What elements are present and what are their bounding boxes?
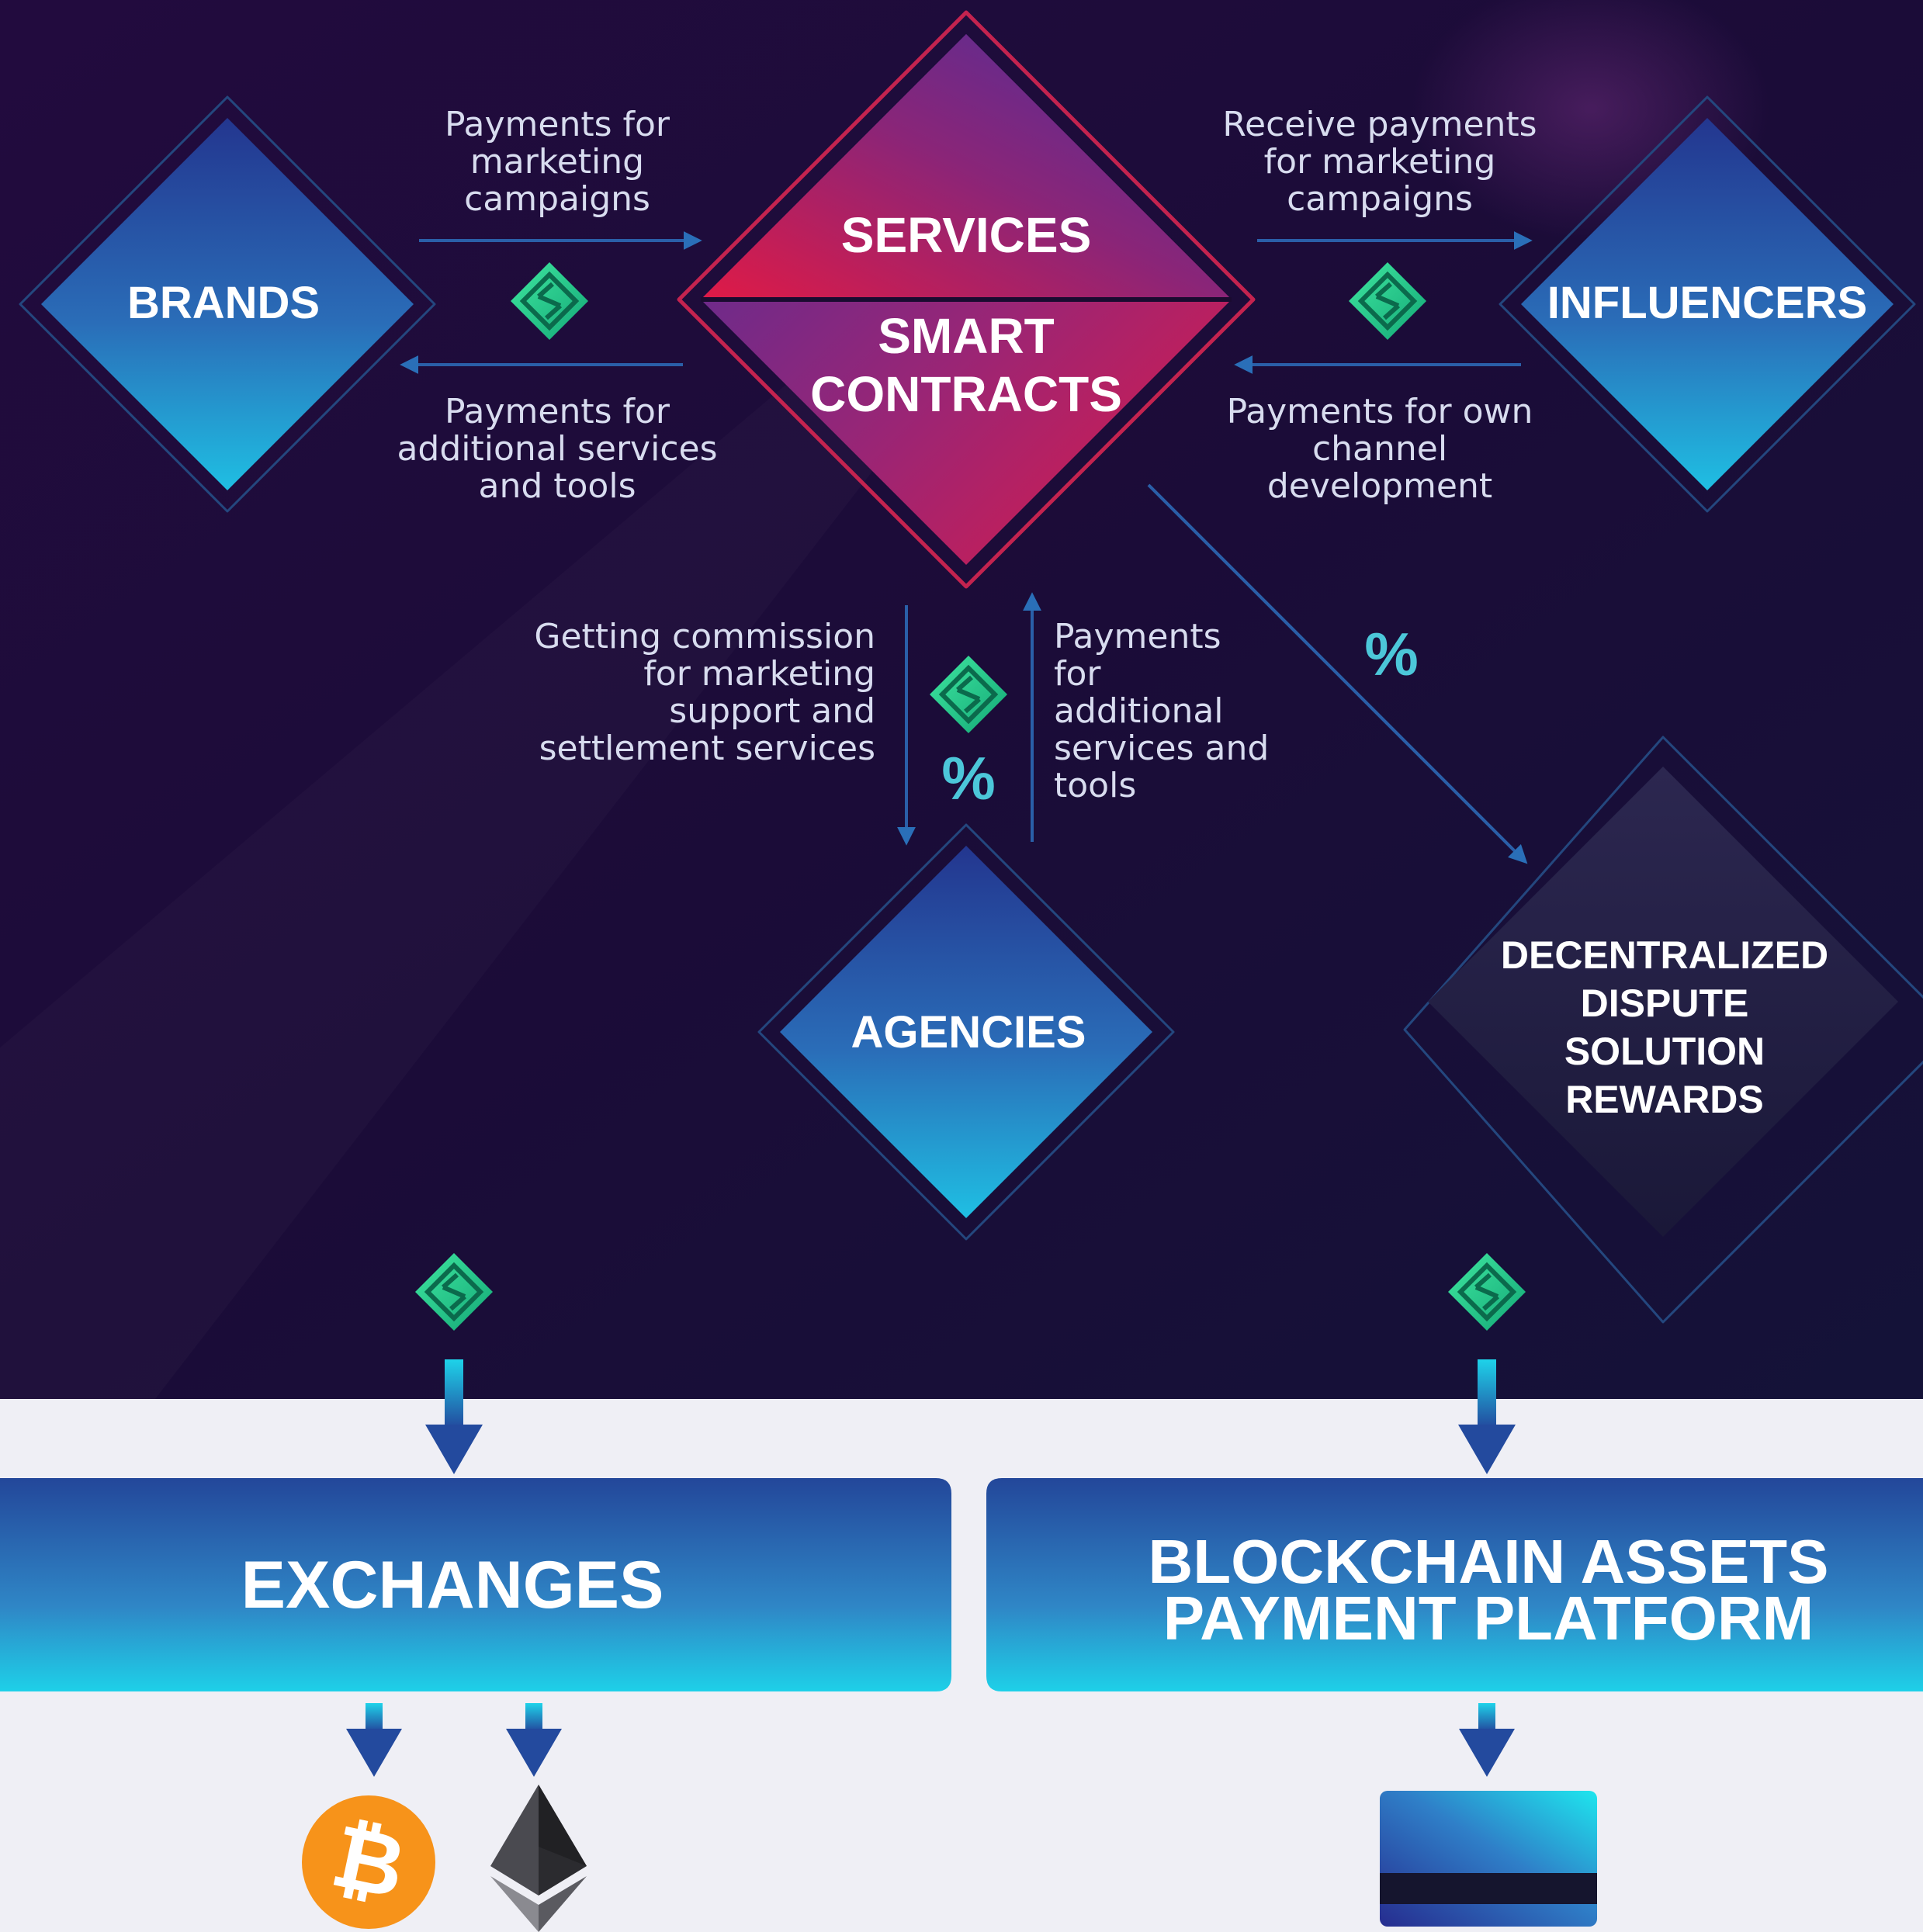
arrow-to-exchanges bbox=[425, 1359, 483, 1474]
dispute-line-4: REWARDS bbox=[1565, 1078, 1764, 1121]
ethereum-icon bbox=[490, 1785, 587, 1932]
flow-label-services-to-brands: Payments for additional services and too… bbox=[397, 392, 717, 506]
svg-text:campaigns: campaigns bbox=[1287, 179, 1473, 219]
svg-text:additional services: additional services bbox=[397, 429, 717, 469]
dispute-line-1: DECENTRALIZED bbox=[1501, 933, 1828, 977]
flow-label-services-to-influencers: Receive payments for marketing campaigns bbox=[1222, 105, 1537, 219]
agencies-node: AGENCIES bbox=[757, 823, 1175, 1241]
dispute-node: DECENTRALIZED DISPUTE SOLUTION REWARDS bbox=[1403, 736, 1923, 1324]
svg-text:Receive payments: Receive payments bbox=[1222, 105, 1537, 144]
arrow-to-ethereum bbox=[506, 1703, 562, 1777]
agencies-label: AGENCIES bbox=[851, 1007, 1086, 1058]
svg-text:for marketing: for marketing bbox=[1264, 142, 1496, 182]
dispute-line-3: SOLUTION bbox=[1564, 1030, 1765, 1073]
bitcoin-icon: ₿ bbox=[302, 1795, 435, 1929]
svg-text:channel: channel bbox=[1312, 429, 1447, 469]
svg-text:for marketing: for marketing bbox=[643, 654, 875, 694]
brands-label: BRANDS bbox=[127, 278, 320, 328]
svg-text:development: development bbox=[1267, 466, 1492, 506]
svg-text:settlement services: settlement services bbox=[539, 729, 875, 768]
services-label: SERVICES bbox=[841, 207, 1092, 263]
svg-text:Payments for: Payments for bbox=[445, 105, 670, 144]
payment-platform-line-1: BLOCKCHAIN ASSETS bbox=[1148, 1527, 1828, 1596]
smart-contracts-line-1: SMART bbox=[878, 308, 1055, 364]
arrow-to-payment-platform bbox=[1458, 1359, 1516, 1474]
svg-text:Getting commission: Getting commission bbox=[534, 617, 875, 656]
flow-label-services-to-agencies: Getting commission for marketing support… bbox=[534, 617, 875, 768]
influencers-label: INFLUENCERS bbox=[1547, 278, 1867, 328]
flow-label-brands-to-services: Payments for marketing campaigns bbox=[445, 105, 670, 219]
percent-agencies: % bbox=[941, 744, 995, 812]
smart-contracts-line-2: CONTRACTS bbox=[810, 366, 1122, 422]
flow-label-influencers-to-services: Payments for own channel development bbox=[1227, 392, 1533, 506]
svg-text:campaigns: campaigns bbox=[464, 179, 650, 219]
svg-text:additional: additional bbox=[1054, 691, 1224, 731]
payment-platform-line-2: PAYMENT PLATFORM bbox=[1163, 1584, 1814, 1653]
svg-text:tools: tools bbox=[1054, 766, 1136, 805]
svg-text:services and: services and bbox=[1054, 729, 1269, 768]
brands-node: BRANDS bbox=[19, 95, 436, 513]
payment-platform-panel: BLOCKCHAIN ASSETS PAYMENT PLATFORM bbox=[986, 1478, 1923, 1691]
svg-text:Payments for: Payments for bbox=[445, 392, 670, 431]
percent-dispute: % bbox=[1364, 620, 1418, 688]
svg-text:Payments: Payments bbox=[1054, 617, 1221, 656]
svg-text:for: for bbox=[1054, 654, 1101, 694]
arrow-to-bitcoin bbox=[346, 1703, 402, 1777]
arrow-to-card bbox=[1459, 1703, 1515, 1777]
svg-text:Payments for own: Payments for own bbox=[1227, 392, 1533, 431]
exchanges-label: EXCHANGES bbox=[241, 1548, 664, 1622]
svg-text:support and: support and bbox=[669, 691, 875, 731]
svg-text:marketing: marketing bbox=[470, 142, 644, 182]
services-node: SERVICES SMART CONTRACTS bbox=[677, 10, 1256, 589]
dispute-line-2: DISPUTE bbox=[1581, 982, 1749, 1025]
svg-text:and tools: and tools bbox=[478, 466, 636, 506]
card-icon bbox=[1380, 1791, 1597, 1927]
exchanges-panel: EXCHANGES bbox=[0, 1478, 951, 1691]
influencers-node: INFLUENCERS bbox=[1499, 95, 1916, 513]
arrow-services-to-dispute bbox=[1147, 483, 1528, 864]
flow-label-agencies-to-services: Payments for additional services and too… bbox=[1054, 617, 1269, 805]
